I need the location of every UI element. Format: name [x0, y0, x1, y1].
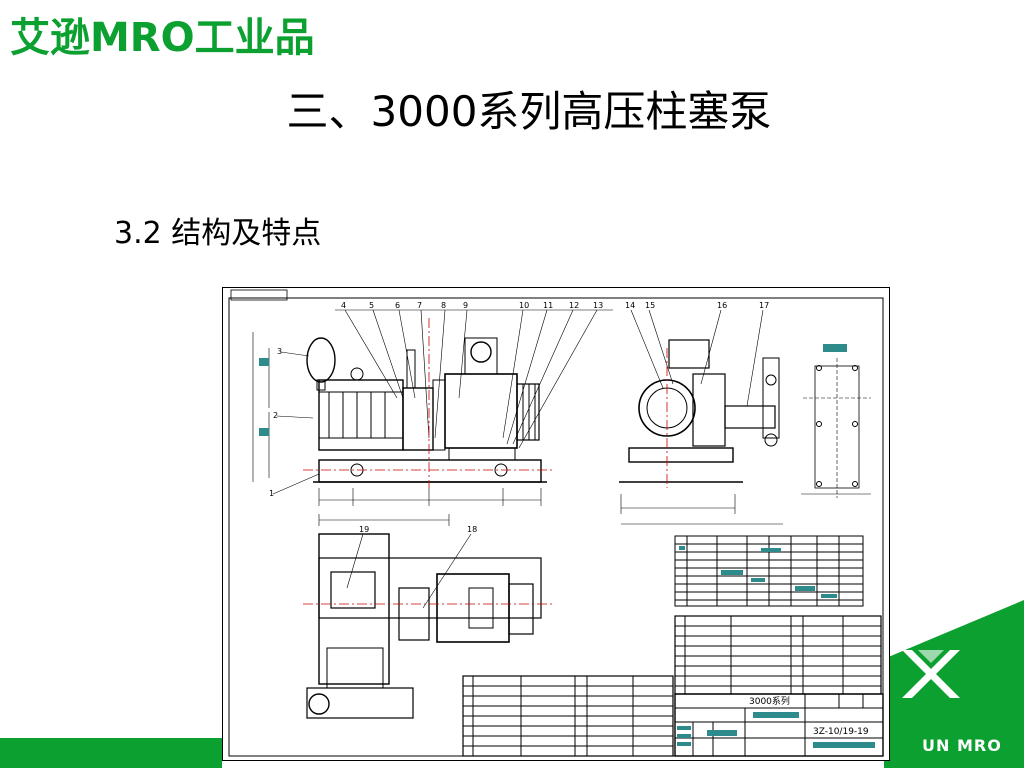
balloon-label: 6 [395, 301, 400, 310]
balloon-label: 18 [467, 525, 477, 534]
balloon-label: 13 [593, 301, 603, 310]
balloon-label: 16 [717, 301, 727, 310]
balloon-label: 4 [341, 301, 346, 310]
balloon-label: 9 [463, 301, 468, 310]
engineering-drawing: 4 5 6 7 8 9 10 11 12 13 14 15 16 17 3 2 … [222, 287, 890, 761]
balloon-label: 17 [759, 301, 769, 310]
x-logo-icon [902, 650, 960, 698]
balloon-label: 3 [277, 347, 282, 356]
balloon-label: 19 [359, 525, 369, 534]
balloon-label: 11 [543, 301, 553, 310]
pump-assembly-drawing: 4 5 6 7 8 9 10 11 12 13 14 15 16 17 3 2 … [228, 289, 884, 757]
balloon-label: 5 [369, 301, 374, 310]
balloon-label: 14 [625, 301, 635, 310]
balloon-label: 1 [269, 489, 274, 498]
logo-text: UN MRO [922, 736, 1002, 755]
slide-title: 三、3000系列高压柱塞泵 [286, 87, 772, 136]
balloon-label: 2 [273, 411, 278, 420]
balloon-label: 12 [569, 301, 579, 310]
brand-title: 艾逊MRO工业品 [10, 15, 315, 61]
section-heading: 3.2 结构及特点 [114, 216, 322, 251]
title-block-code: 3Z-10/19-19 [813, 727, 869, 737]
balloon-label: 7 [417, 301, 422, 310]
title-block-model: 3000系列 [749, 695, 790, 707]
balloon-label: 15 [645, 301, 655, 310]
balloon-label: 8 [441, 301, 446, 310]
balloon-label: 10 [519, 301, 529, 310]
green-footer-band [0, 738, 222, 768]
